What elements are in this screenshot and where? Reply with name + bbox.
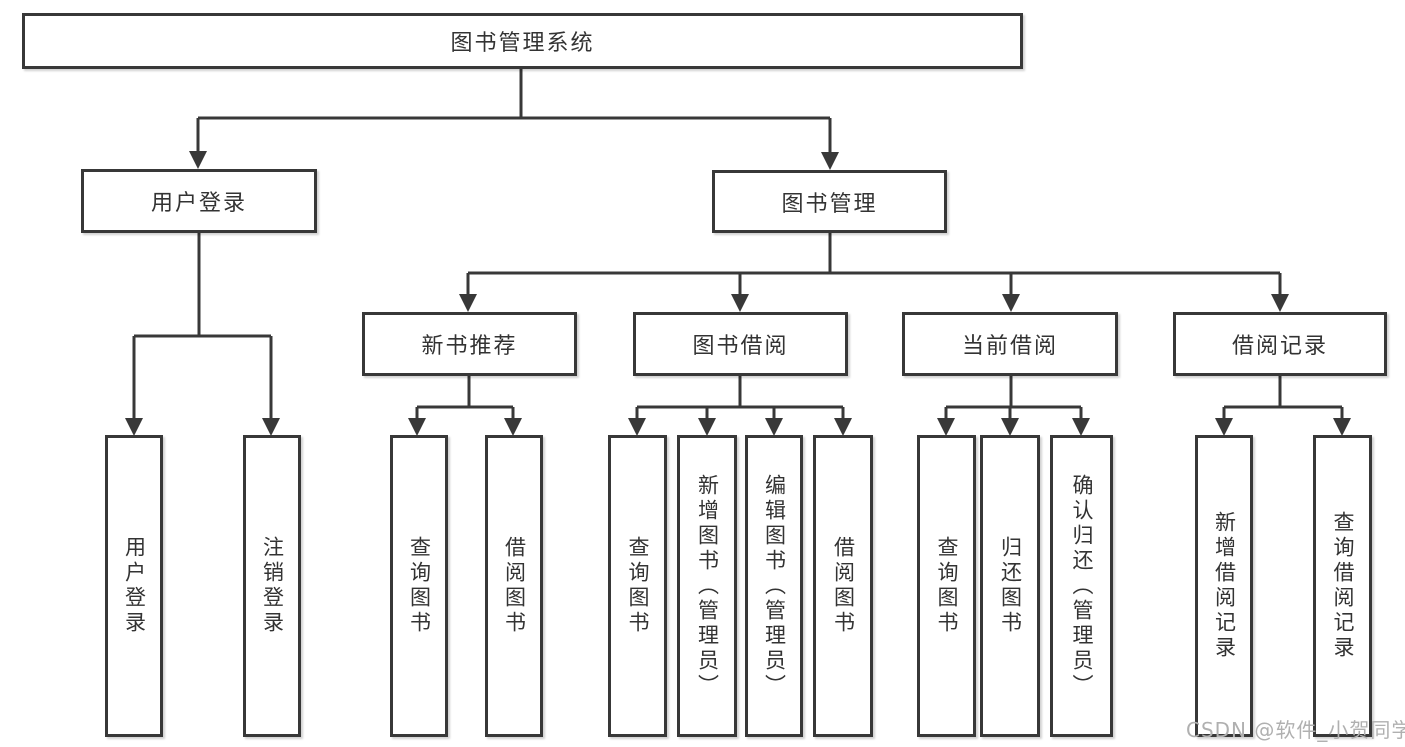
node-current-borrow-label: 当前借阅 xyxy=(961,334,1058,359)
connector-borrow-records-children xyxy=(1222,376,1344,419)
leaf-add-books-admin-label: 新增图书（管理员） xyxy=(695,473,720,699)
arrowheads-new-book-children xyxy=(408,418,522,436)
connector-root-to-level2 xyxy=(196,69,832,152)
connector-book-borrow-children xyxy=(635,376,845,419)
leaf-add-borrow-record: 新增借阅记录 xyxy=(1195,435,1253,737)
csdn-watermark: CSDN @软件_小贺同学 xyxy=(1186,718,1405,742)
leaf-query-books-1: 查询图书 xyxy=(390,435,448,737)
arrowheads-current-borrow-children xyxy=(937,418,1090,436)
leaf-return-books-label: 归还图书 xyxy=(998,536,1023,636)
leaf-borrow-books-2: 借阅图书 xyxy=(813,435,873,737)
leaf-confirm-return-admin: 确认归还（管理员） xyxy=(1050,435,1113,737)
leaf-query-books-2: 查询图书 xyxy=(608,435,667,737)
leaf-user-login: 用户登录 xyxy=(105,435,163,737)
leaf-query-books-2-label: 查询图书 xyxy=(626,536,650,636)
connector-new-book-children xyxy=(415,376,515,419)
node-book-mgmt-label: 图书管理 xyxy=(781,191,878,217)
leaf-borrow-books-1-label: 借阅图书 xyxy=(502,536,527,636)
node-new-book-rec-label: 新书推荐 xyxy=(421,334,518,359)
arrowheads-level2 xyxy=(189,151,839,170)
leaf-query-books-3: 查询图书 xyxy=(917,435,976,737)
leaf-user-login-label: 用户登录 xyxy=(122,536,147,636)
connector-current-borrow-children xyxy=(944,376,1083,419)
node-book-borrow: 图书借阅 xyxy=(633,312,848,376)
leaf-add-books-admin: 新增图书（管理员） xyxy=(677,435,737,737)
leaf-borrow-books-2-label: 借阅图书 xyxy=(831,536,856,636)
leaf-edit-books-admin-label: 编辑图书（管理员） xyxy=(762,473,787,699)
leaf-query-borrow-record-label: 查询借阅记录 xyxy=(1331,511,1355,661)
leaf-add-borrow-record-label: 新增借阅记录 xyxy=(1212,511,1237,661)
leaf-query-books-3-label: 查询图书 xyxy=(935,536,959,636)
node-current-borrow: 当前借阅 xyxy=(902,312,1118,376)
node-borrow-records-label: 借阅记录 xyxy=(1231,334,1328,359)
leaf-borrow-books-1: 借阅图书 xyxy=(485,435,543,737)
node-root: 图书管理系统 xyxy=(22,13,1023,69)
node-borrow-records: 借阅记录 xyxy=(1173,312,1387,376)
leaf-query-borrow-record: 查询借阅记录 xyxy=(1313,435,1372,737)
arrowheads-borrow-records-children xyxy=(1215,418,1351,436)
node-new-book-rec: 新书推荐 xyxy=(362,312,577,376)
arrowheads-user-login-children xyxy=(125,418,280,436)
arrowheads-book-borrow-children xyxy=(628,418,852,436)
leaf-logout-label: 注销登录 xyxy=(260,536,285,636)
node-root-label: 图书管理系统 xyxy=(450,31,595,56)
connector-user-login-children xyxy=(132,233,273,419)
connector-book-mgmt-to-level3 xyxy=(466,233,1282,295)
node-book-borrow-label: 图书借阅 xyxy=(692,334,789,359)
leaf-return-books: 归还图书 xyxy=(980,435,1040,737)
leaf-logout: 注销登录 xyxy=(243,435,301,737)
leaf-confirm-return-admin-label: 确认归还（管理员） xyxy=(1070,473,1094,699)
node-book-mgmt: 图书管理 xyxy=(712,170,947,233)
leaf-edit-books-admin: 编辑图书（管理员） xyxy=(745,435,803,737)
node-user-login: 用户登录 xyxy=(81,169,317,233)
node-user-login-label: 用户登录 xyxy=(150,191,247,216)
leaf-query-books-1-label: 查询图书 xyxy=(407,536,432,636)
arrowheads-level3 xyxy=(459,294,1289,312)
